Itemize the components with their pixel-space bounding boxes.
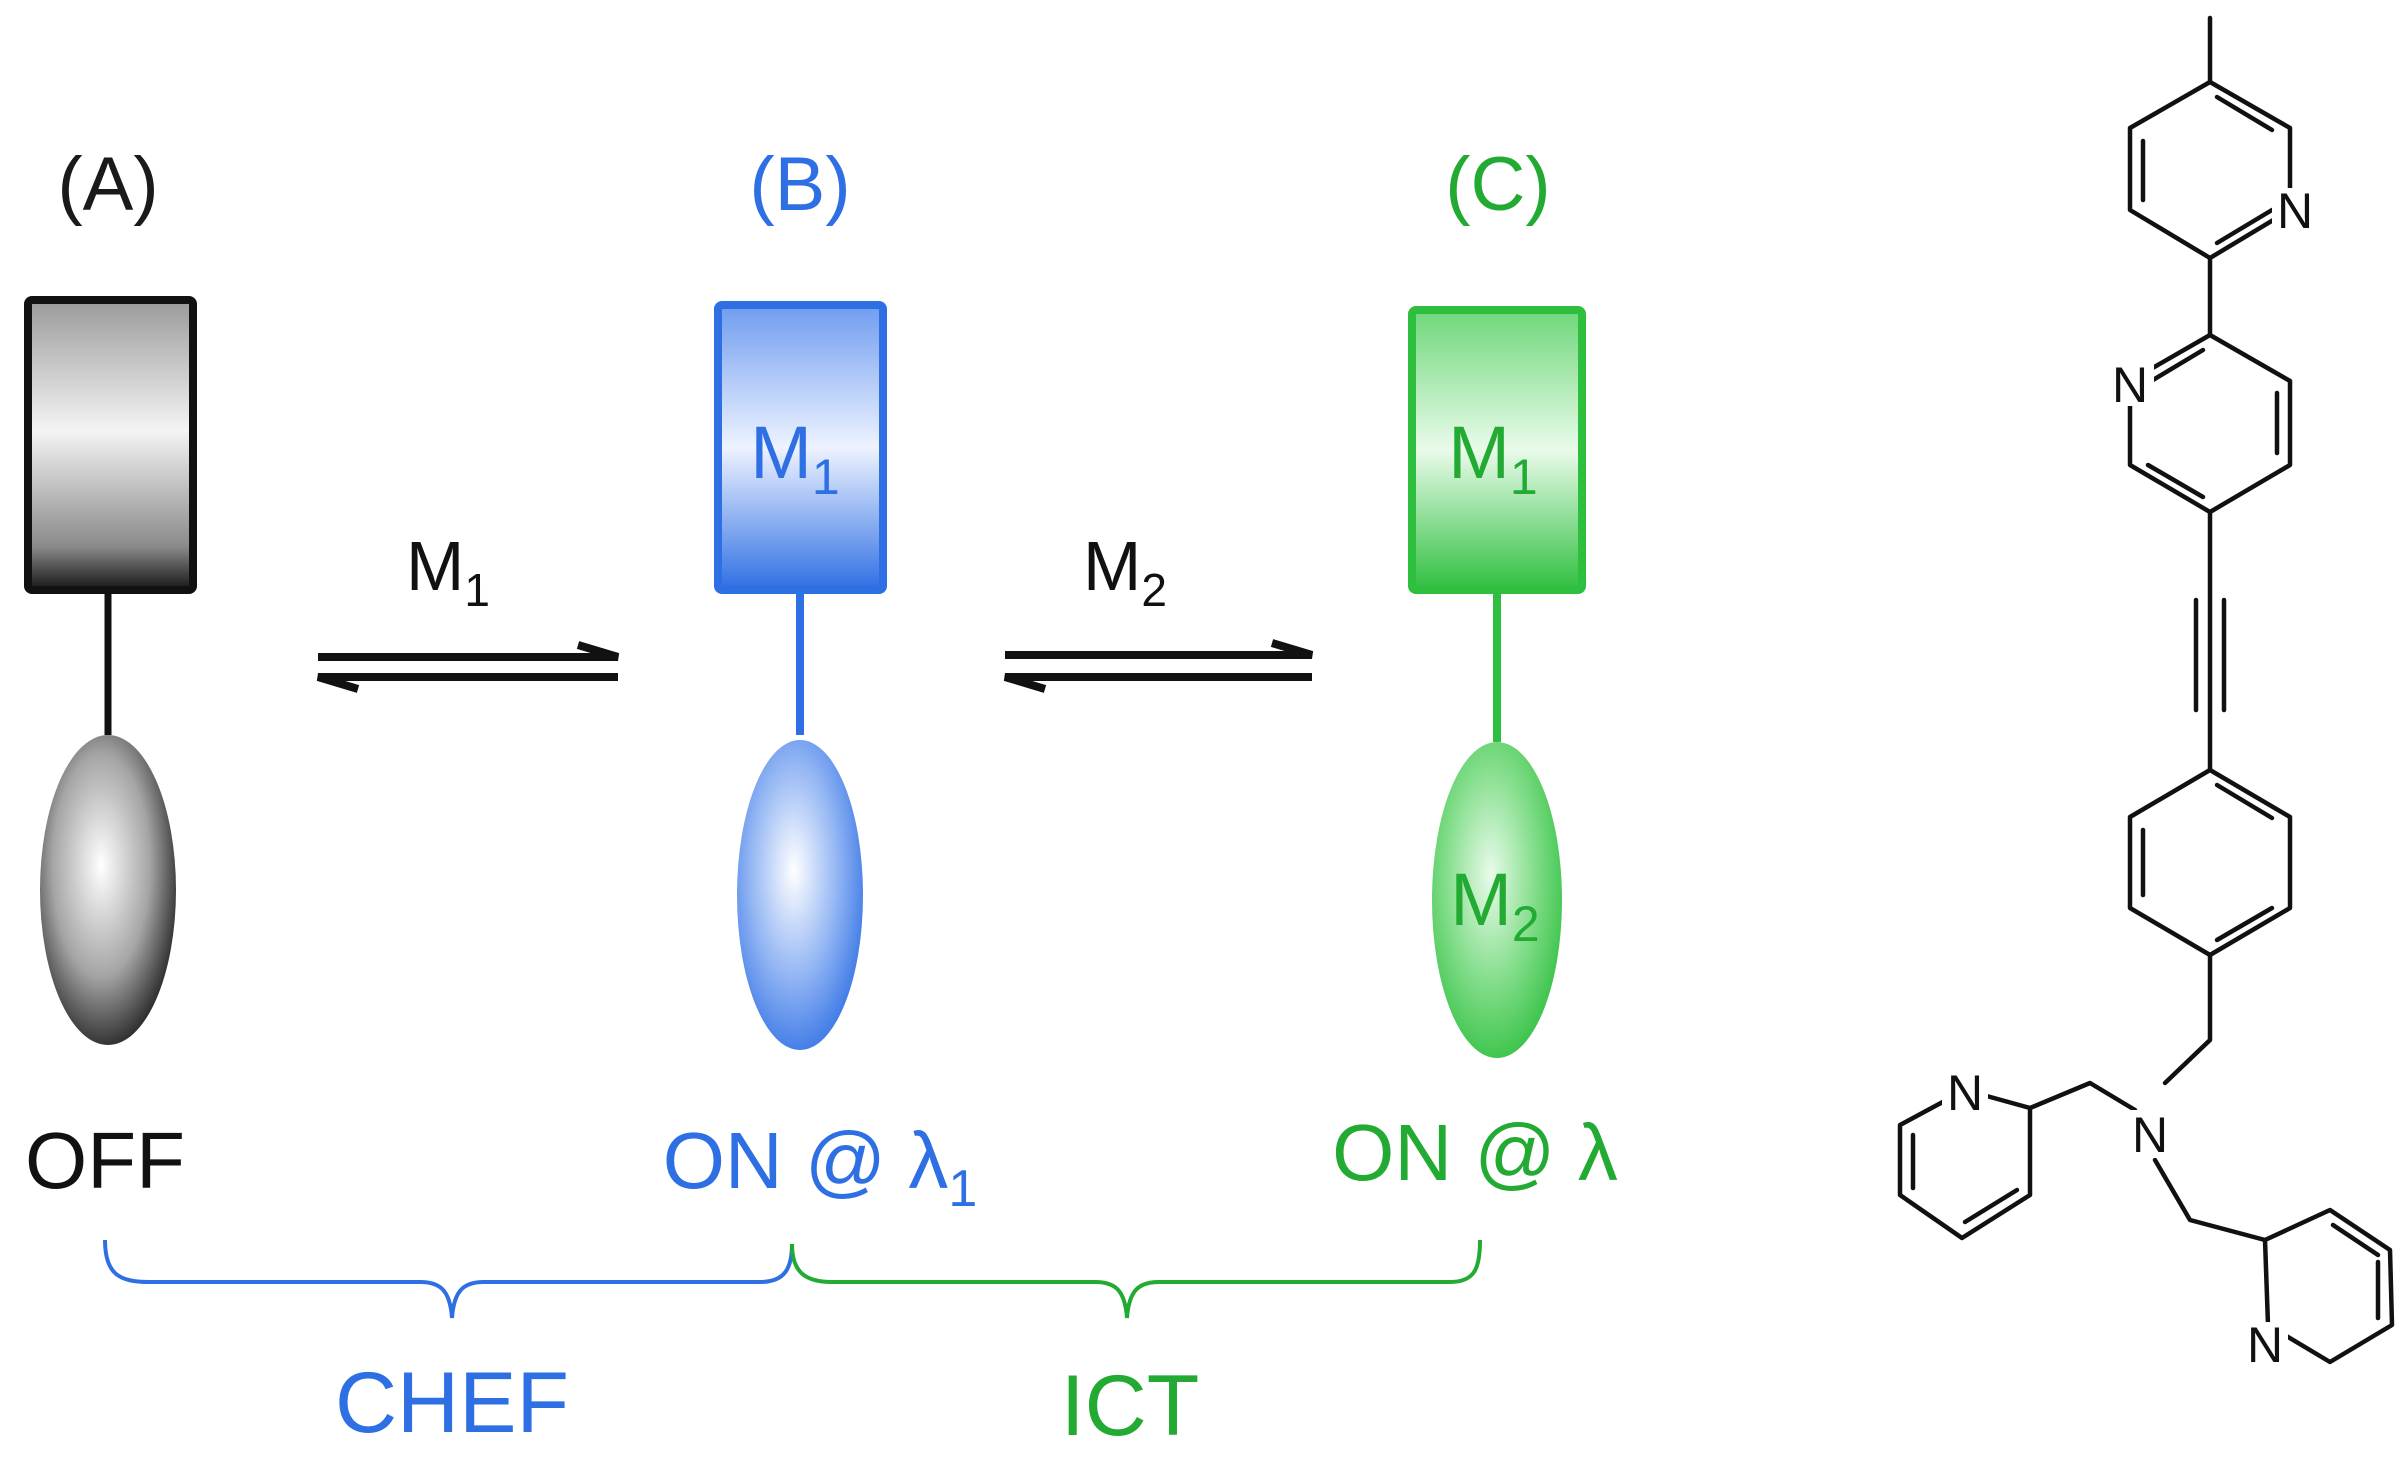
ict-brace — [790, 1239, 1482, 1319]
amine-arm-left — [2027, 1080, 2138, 1113]
nitrogen-labels: N N N N N — [1942, 183, 2318, 1373]
panel-a-receptor-oval — [40, 735, 176, 1045]
panel-c-state: ON @ λ — [1332, 1108, 1618, 1197]
n-label-top-pyridine: N — [2277, 183, 2313, 239]
equilibrium-2-reagent: M2 — [1083, 527, 1167, 616]
n-label-second-pyridine: N — [2112, 357, 2148, 413]
pyridine-ring-top — [2127, 79, 2293, 261]
panel-a-fluorophore-block — [24, 296, 197, 594]
benzene-ring — [2127, 767, 2293, 958]
panel-a: (A) OFF — [24, 142, 197, 1205]
panel-b-state: ON @ λ1 — [663, 1116, 978, 1218]
panel-a-state: OFF — [25, 1116, 185, 1205]
panel-c-bound-metal-bottom: M2 — [1450, 858, 1539, 952]
benzyl-linker — [2162, 952, 2213, 1086]
n-label-left-pyridine: N — [1947, 1065, 1983, 1121]
amine-arm-right — [2152, 1157, 2268, 1243]
chef-label: CHEF — [335, 1355, 569, 1451]
panel-c-bound-metal-top: M1 — [1448, 411, 1537, 505]
panel-c: (C) M1 M2 ON @ λ — [1332, 142, 1618, 1197]
reverse-arrow-1 — [316, 673, 618, 693]
ict-brace-group: ICT — [790, 1239, 1482, 1454]
panel-c-receptor-oval — [1432, 742, 1562, 1058]
panel-c-label: (C) — [1445, 142, 1551, 227]
n-label-amine: N — [2132, 1107, 2168, 1163]
chef-brace-group: CHEF — [103, 1239, 794, 1451]
panel-a-label: (A) — [57, 142, 158, 227]
equilibrium-arrows-2: M2 — [1003, 527, 1314, 693]
panel-b-receptor-oval — [737, 740, 863, 1050]
chef-brace — [103, 1239, 794, 1319]
equilibrium-arrows-1: M1 — [316, 527, 620, 693]
equilibrium-1-reagent: M1 — [406, 527, 490, 616]
panel-b-bound-metal: M1 — [750, 411, 839, 505]
n-label-right-pyridine: N — [2247, 1317, 2283, 1373]
forward-arrow-1 — [318, 641, 620, 661]
panel-b-label: (B) — [749, 142, 850, 227]
panel-b: (B) M1 ON @ λ1 — [663, 142, 978, 1218]
forward-arrow-2 — [1005, 639, 1314, 659]
reverse-arrow-2 — [1003, 673, 1312, 693]
ict-label: ICT — [1061, 1358, 1200, 1454]
